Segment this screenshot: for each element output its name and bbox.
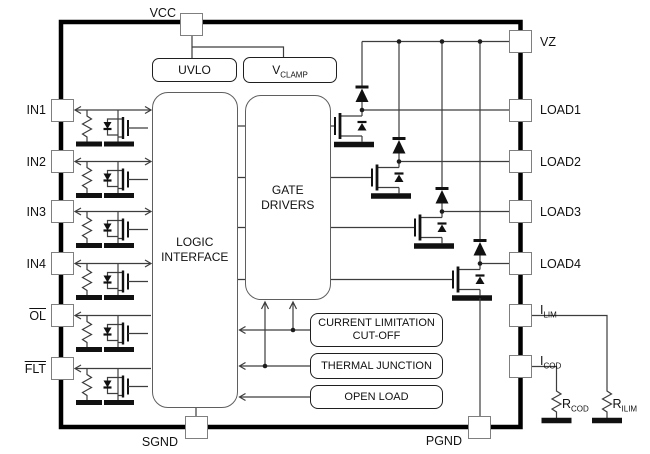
pin-in1 <box>50 98 74 122</box>
pin-label-load3: LOAD3 <box>540 204 581 219</box>
pin-label-vz: VZ <box>540 34 556 49</box>
output-stage-load3 <box>330 189 509 247</box>
output-stage-load1 <box>330 87 509 145</box>
input-cell-in3 <box>75 208 151 246</box>
open-load-block: OPEN LOAD <box>310 385 443 409</box>
pin-label-sgnd: SGND <box>141 435 178 449</box>
external-rcod-circuit <box>532 365 572 424</box>
pin-label-in4: IN4 <box>26 256 46 271</box>
pin-in2 <box>50 150 74 173</box>
vclamp-block: VCLAMP <box>243 57 337 83</box>
input-cell-ol <box>75 312 151 350</box>
pin-label-in3: IN3 <box>26 204 46 219</box>
chip-border <box>58 19 523 430</box>
input-cell-in2 <box>75 158 151 196</box>
pin-label-in2: IN2 <box>26 154 46 169</box>
thermal-junction-block: THERMAL JUNCTION <box>310 353 443 379</box>
pin-label-vcc: VCC <box>149 6 176 20</box>
pin-label-load1: LOAD1 <box>540 103 581 117</box>
logic-gate-links <box>237 125 245 281</box>
vcc-feed-wire <box>191 34 285 58</box>
external-rilim-circuit <box>532 314 622 424</box>
pin-in4 <box>50 252 74 275</box>
pin-load4 <box>509 252 532 275</box>
pin-label-ol: OL <box>29 308 46 323</box>
label-rcod: RCOD <box>562 397 589 414</box>
pin-icod <box>509 355 532 378</box>
pin-load3 <box>509 200 532 223</box>
pin-in3 <box>50 200 74 223</box>
output-stage-load2 <box>330 139 509 197</box>
pin-label-in1: IN1 <box>26 103 46 117</box>
pin-label-icod: ICOD <box>540 354 562 371</box>
input-cell-flt <box>75 365 151 403</box>
pin-label-load4: LOAD4 <box>540 256 581 271</box>
pin-label-load2: LOAD2 <box>540 154 581 169</box>
pin-label-flt: FLT <box>24 361 46 376</box>
pin-ol <box>50 304 74 327</box>
pin-label-pgnd: PGND <box>425 434 462 448</box>
output-stage-load4 <box>330 241 509 416</box>
pin-label-ilim: ILIM <box>540 303 557 320</box>
label-rilim: RILIM <box>612 397 638 414</box>
pin-ilim <box>509 304 532 327</box>
pin-sgnd <box>184 415 208 439</box>
pin-pgnd <box>468 415 491 439</box>
input-cell-in1 <box>75 107 151 145</box>
pin-vz <box>509 30 532 53</box>
input-cell-in4 <box>75 260 151 298</box>
pin-vcc <box>180 12 203 36</box>
vz-bus <box>361 39 509 241</box>
pin-flt <box>50 357 74 380</box>
uvlo-block: UVLO <box>152 58 237 82</box>
pin-load1 <box>509 98 532 122</box>
control-wiring <box>238 300 310 402</box>
pin-load2 <box>509 150 532 173</box>
